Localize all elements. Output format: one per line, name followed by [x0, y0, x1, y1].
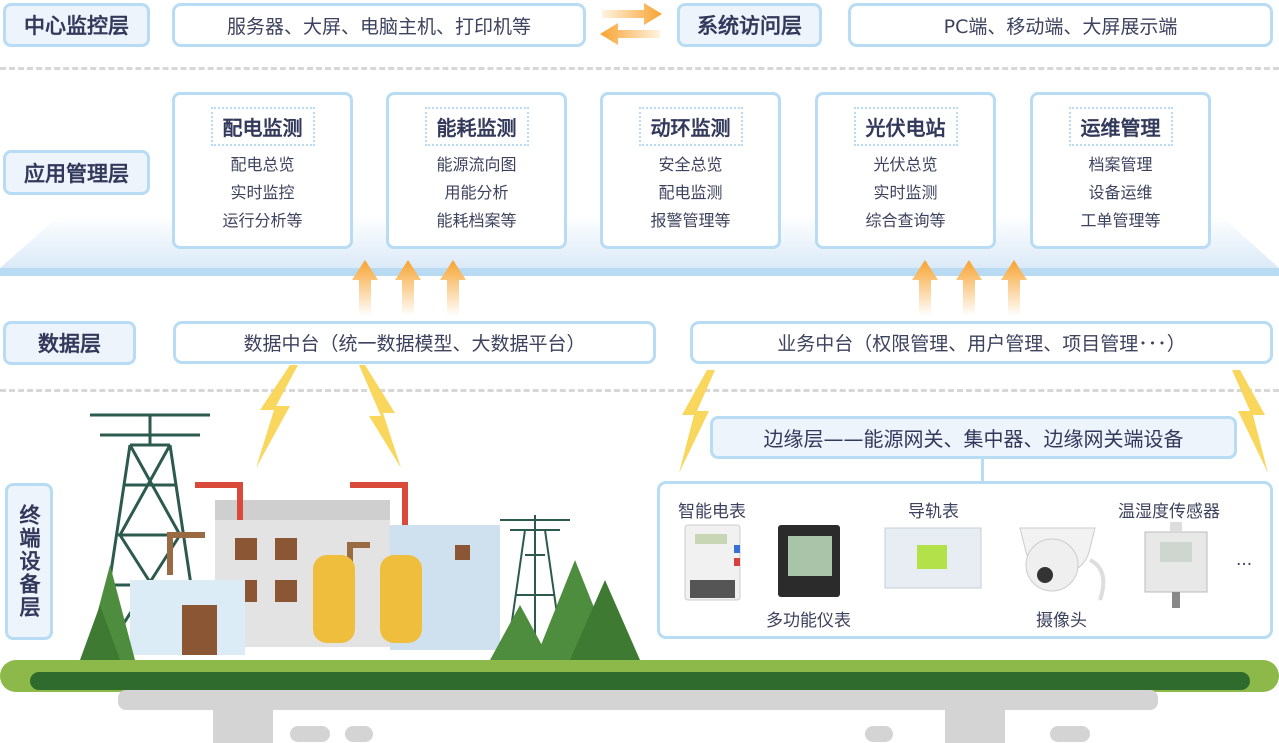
- application-layer-label: 应用管理层: [3, 150, 150, 195]
- small-tower-icon: [500, 515, 570, 636]
- module-card-power-distribution: 配电监测配电总览实时监控运行分析等: [172, 92, 353, 249]
- module-card-photovoltaic: 光伏电站光伏总览实时监测综合查询等: [815, 92, 996, 249]
- base-dot: [1050, 726, 1090, 742]
- divider: [0, 389, 1279, 392]
- tree-icon: [80, 560, 640, 660]
- up-arrows-left-icon: [352, 260, 466, 316]
- card-title: 配电监测: [210, 107, 315, 146]
- multifunction-meter-icon: [778, 525, 840, 597]
- terminal-layer-label: 终端设备层: [5, 483, 53, 640]
- base: [118, 690, 1158, 710]
- up-arrows-right-icon: [912, 260, 1027, 316]
- rail-meter-icon: [884, 527, 982, 589]
- central-monitoring-layer-label: 中心监控层: [3, 3, 150, 47]
- base-dot: [345, 726, 373, 742]
- card-title: 运维管理: [1068, 107, 1173, 146]
- base-leg: [945, 710, 1005, 743]
- card-title: 能耗监测: [424, 107, 529, 146]
- card-item: 报警管理等: [650, 211, 731, 230]
- camera-icon: [1019, 527, 1106, 601]
- business-middle-platform: 业务中台（权限管理、用户管理、项目管理･･･）: [690, 321, 1273, 364]
- lightning-icons: [256, 365, 1268, 473]
- card-item: 安全总览: [658, 155, 723, 174]
- temperature-humidity-sensor-icon: [1144, 522, 1208, 608]
- data-middle-platform: 数据中台（统一数据模型、大数据平台）: [173, 321, 656, 364]
- device-images: [684, 522, 1208, 608]
- device-label-smart-meter: 智能电表: [678, 502, 746, 522]
- card-item: 配电总览: [230, 155, 295, 174]
- card-item: 光伏总览: [873, 155, 938, 174]
- base-dot: [865, 726, 893, 742]
- edge-layer-label: 边缘层——能源网关、集中器、边缘网关端设备: [710, 416, 1237, 459]
- base-leg: [213, 710, 273, 743]
- device-label-camera: 摄像头: [1036, 611, 1087, 631]
- card-item: 能源流向图: [436, 155, 517, 174]
- card-item: 运行分析等: [222, 211, 303, 230]
- card-item: 配电监测: [658, 183, 723, 202]
- card-item: 用能分析: [444, 183, 509, 202]
- module-card-environment: 动环监测安全总览配电监测报警管理等: [600, 92, 781, 249]
- device-label-sensor: 温湿度传感器: [1118, 502, 1220, 522]
- card-item: 设备运维: [1088, 183, 1153, 202]
- card-item: 档案管理: [1088, 155, 1153, 174]
- module-card-operations: 运维管理档案管理设备运维工单管理等: [1030, 92, 1211, 249]
- power-plant-illustration: [80, 413, 640, 660]
- card-item: 实时监测: [873, 183, 938, 202]
- card-title: 光伏电站: [853, 107, 958, 146]
- device-label-more: ...: [1236, 550, 1253, 570]
- edge-layer-text: 边缘层——能源网关、集中器、边缘网关端设备: [763, 427, 1184, 451]
- base-dot: [290, 726, 330, 742]
- module-card-energy: 能耗监测能源流向图用能分析能耗档案等: [386, 92, 567, 249]
- storage-tank-icon: [313, 555, 422, 643]
- card-item: 综合查询等: [865, 211, 946, 230]
- data-layer-label: 数据层: [3, 321, 136, 365]
- system-access-content: PC端、移动端、大屏展示端: [848, 3, 1273, 47]
- smart-meter-icon: [684, 524, 741, 601]
- card-item: 能耗档案等: [436, 211, 517, 230]
- system-access-layer-label: 系统访问层: [677, 3, 822, 47]
- connector-line: [981, 459, 984, 482]
- bidirectional-arrow-icon: [600, 3, 662, 45]
- central-monitoring-content: 服务器、大屏、电脑主机、打印机等: [172, 3, 586, 47]
- divider: [0, 67, 1279, 70]
- device-label-rail-meter: 导轨表: [908, 502, 959, 522]
- ground-inner: [30, 672, 1250, 690]
- card-item: 工单管理等: [1080, 211, 1161, 230]
- card-item: 实时监控: [230, 183, 295, 202]
- device-label-multifunction-meter: 多功能仪表: [766, 611, 851, 631]
- card-title: 动环监测: [638, 107, 743, 146]
